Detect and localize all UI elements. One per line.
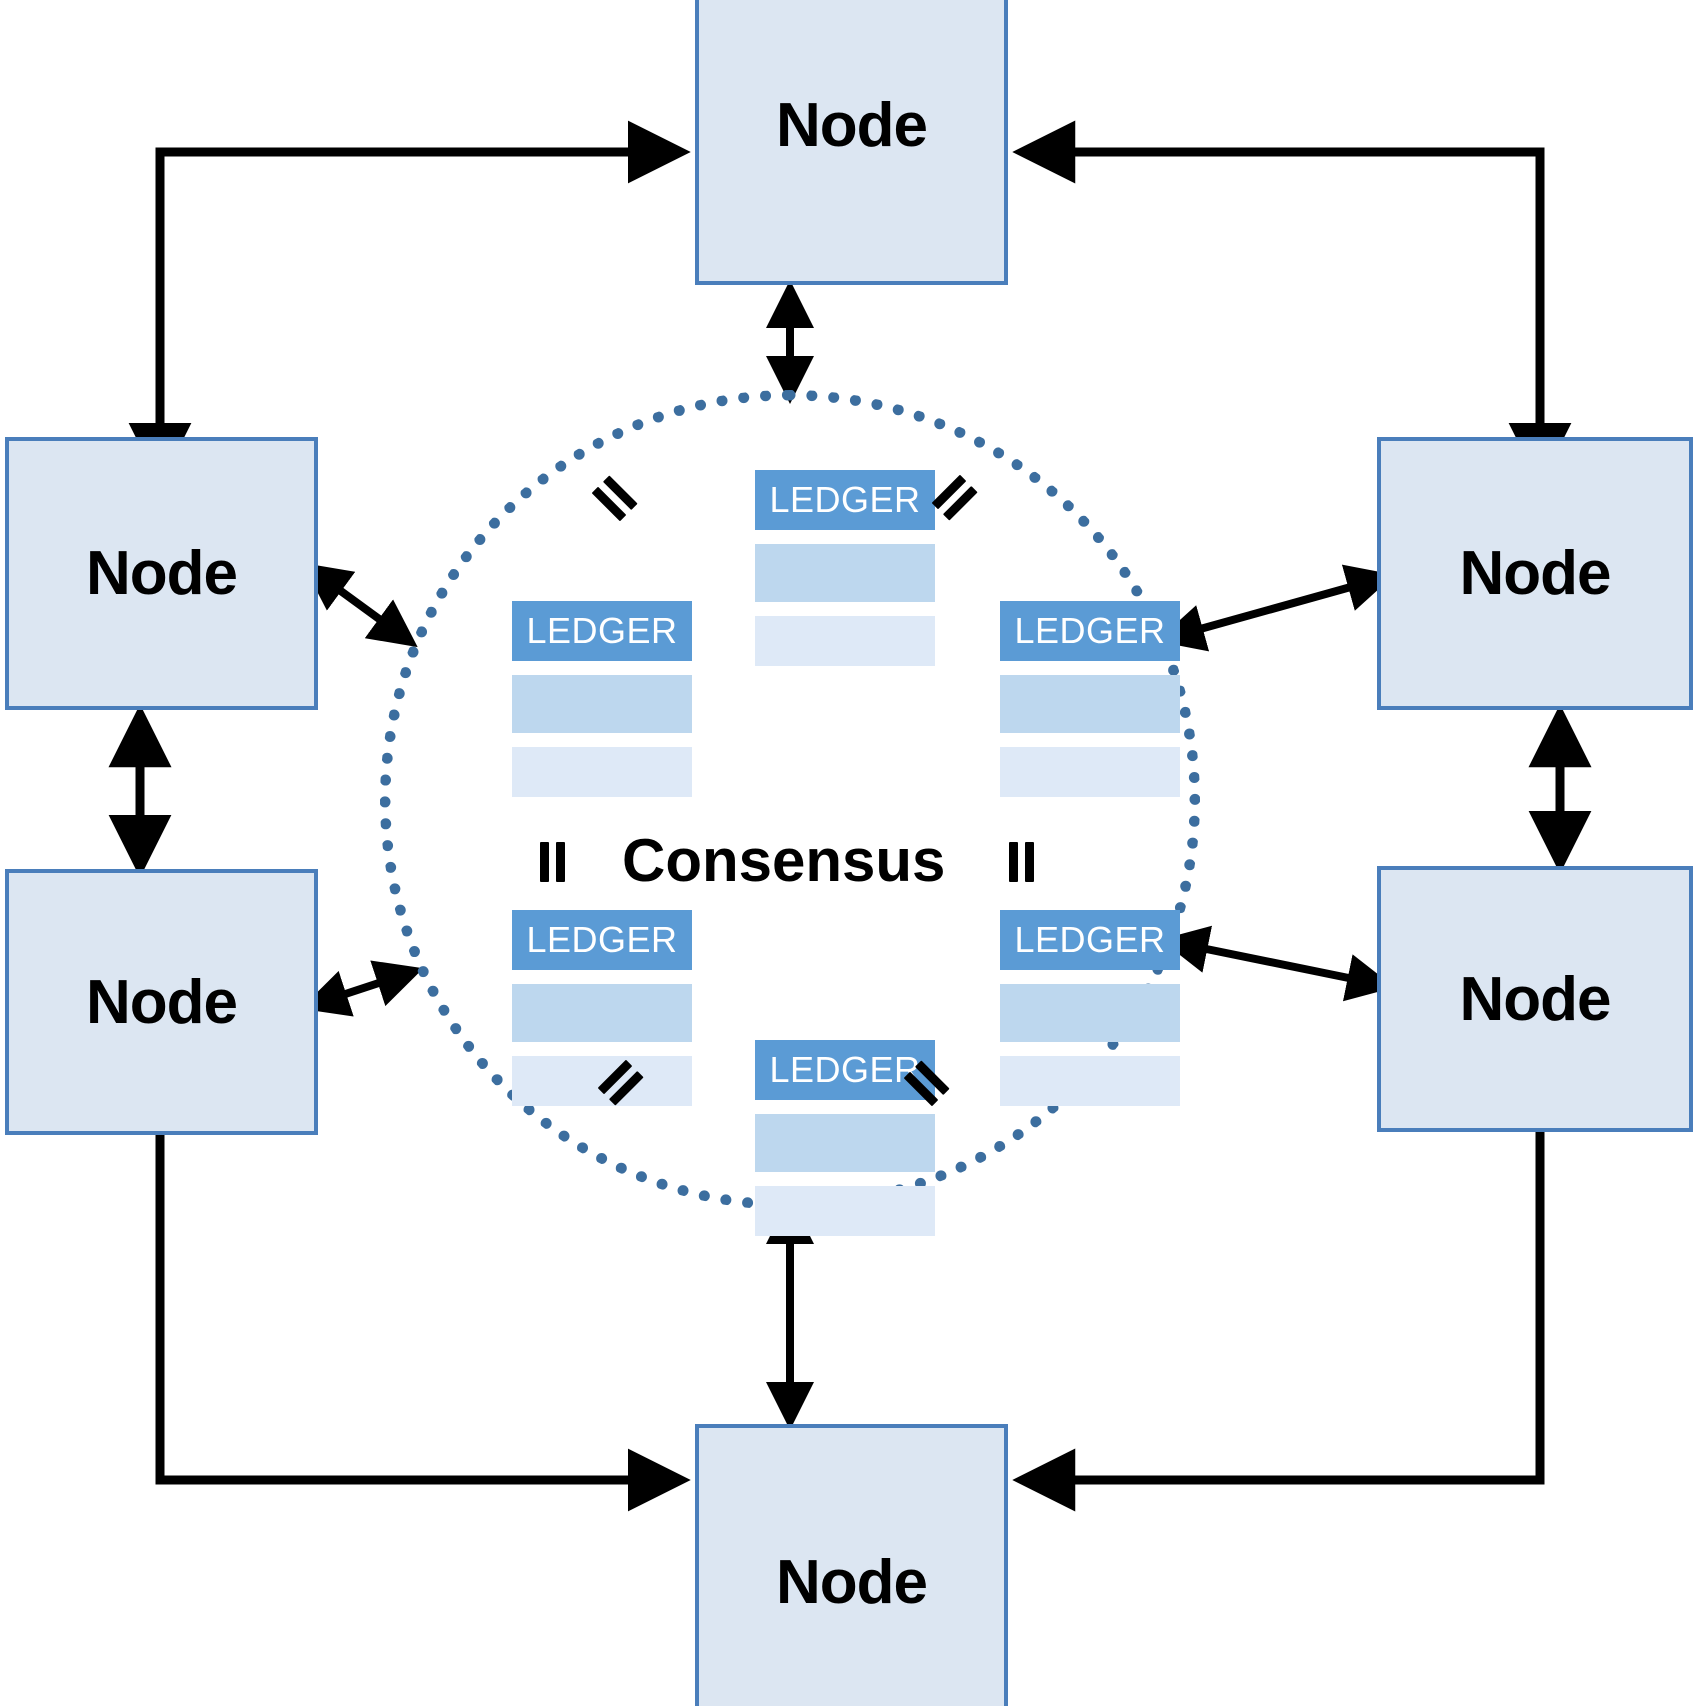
ledger-row-1 [755, 1114, 935, 1172]
node-label: Node [86, 967, 238, 1037]
ledger-header-label: LEDGER [769, 1049, 921, 1090]
ledger-header-label: LEDGER [1014, 610, 1166, 651]
ledger-header: LEDGER [1000, 601, 1180, 661]
ledger-header: LEDGER [512, 910, 692, 970]
node-box-right-lower[interactable]: Node [1377, 866, 1693, 1132]
ledger-header-label: LEDGER [526, 610, 678, 651]
node-box-right-upper[interactable]: Node [1377, 437, 1693, 710]
ledger-row-1 [1000, 984, 1180, 1042]
ledger-header-label: LEDGER [1014, 919, 1166, 960]
node-label: Node [776, 1547, 928, 1617]
ledger-card-left-upper[interactable]: LEDGER [512, 601, 692, 797]
ledger-row-2 [512, 1056, 692, 1106]
ledger-header: LEDGER [512, 601, 692, 661]
ledger-row-2 [755, 1186, 935, 1236]
ledger-card-top[interactable]: LEDGER [755, 470, 935, 666]
node-box-left-upper[interactable]: Node [5, 437, 318, 710]
node-label: Node [86, 539, 238, 608]
ledger-row-1 [1000, 675, 1180, 733]
ledger-row-2 [512, 747, 692, 797]
ledger-row-2 [1000, 1056, 1180, 1106]
ledger-row-1 [512, 675, 692, 733]
ledger-row-2 [755, 616, 935, 666]
ledger-card-bottom[interactable]: LEDGER [755, 1040, 935, 1236]
node-label: Node [776, 91, 928, 160]
consensus-label: Consensus [622, 827, 946, 894]
node-box-bottom[interactable]: Node [695, 1424, 1008, 1706]
equals-icon-mid-left [536, 842, 570, 882]
ledger-header: LEDGER [1000, 910, 1180, 970]
ledger-header: LEDGER [755, 470, 935, 530]
node-box-top[interactable]: Node [695, 0, 1008, 285]
node-label: Node [1459, 539, 1612, 608]
ledger-header-label: LEDGER [769, 479, 921, 520]
ledger-row-2 [1000, 747, 1180, 797]
ledger-row-1 [512, 984, 692, 1042]
ledger-card-right-lower[interactable]: LEDGER [1000, 910, 1180, 1106]
node-label: Node [1459, 964, 1612, 1034]
node-box-left-lower[interactable]: Node [5, 869, 318, 1135]
ledger-header-label: LEDGER [526, 919, 678, 960]
ledger-row-1 [755, 544, 935, 602]
equals-icon-mid-right [1005, 842, 1039, 882]
ledger-card-left-lower[interactable]: LEDGER [512, 910, 692, 1106]
ledger-card-right-upper[interactable]: LEDGER [1000, 601, 1180, 797]
ledger-header: LEDGER [755, 1040, 935, 1100]
